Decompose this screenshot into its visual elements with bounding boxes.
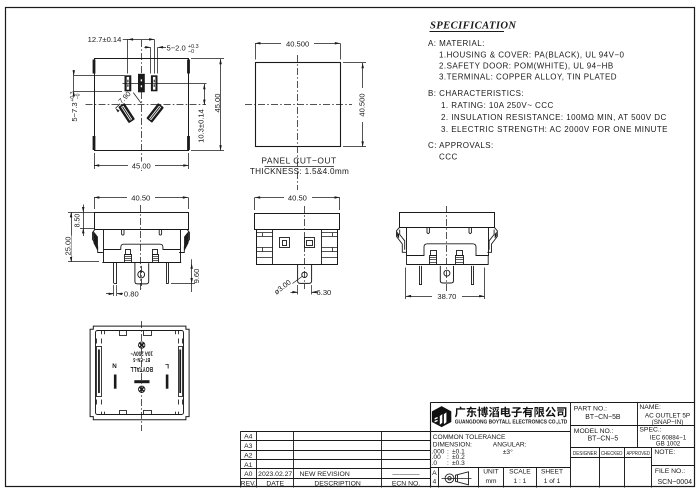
svg-text:SCALE: SCALE	[509, 469, 531, 476]
svg-text:A3: A3	[244, 443, 253, 450]
svg-text:38.70: 38.70	[437, 292, 456, 301]
svg-text:.000: .000	[432, 448, 445, 455]
svg-text:±0.3: ±0.3	[452, 460, 465, 467]
svg-text:NOTE:: NOTE:	[654, 449, 675, 456]
svg-text:DESCRIPTION: DESCRIPTION	[314, 480, 361, 487]
svg-text:mm: mm	[486, 478, 497, 485]
svg-text:±3°: ±3°	[503, 448, 513, 456]
svg-text:8.50: 8.50	[75, 214, 82, 228]
svg-text:10A 250V~: 10A 250V~	[130, 350, 153, 356]
svg-text:1. RATING: 10A 250V~ CCC: 1. RATING: 10A 250V~ CCC	[441, 101, 554, 110]
svg-text:DIMENSION:: DIMENSION:	[433, 441, 472, 448]
svg-text:3.TERMINAL: COPPER ALLOY, T: 3.TERMINAL: COPPER ALLOY, TIN PLATED	[439, 73, 617, 82]
svg-text:5−2.0: 5−2.0	[167, 43, 186, 52]
svg-text:THICKNESS: 1.5&4.0mm: THICKNESS: 1.5&4.0mm	[250, 167, 349, 176]
svg-text:A: MATERIAL:: A: MATERIAL:	[428, 39, 485, 48]
svg-text:AC OUTLET 5P: AC OUTLET 5P	[645, 413, 690, 420]
svg-text:0.80: 0.80	[124, 290, 139, 299]
svg-text:C: APPROVALS:: C: APPROVALS:	[428, 141, 494, 150]
svg-text:SPECIFICATION: SPECIFICATION	[430, 21, 516, 32]
svg-text:L: L	[165, 362, 169, 369]
svg-text:DATE: DATE	[266, 480, 284, 487]
svg-text:B: CHARACTERISTICS:: B: CHARACTERISTICS:	[428, 89, 524, 98]
svg-text:BT−CN−5B: BT−CN−5B	[585, 414, 621, 421]
svg-text:1 : 1: 1 : 1	[513, 478, 526, 485]
svg-text:25.00: 25.00	[64, 236, 73, 255]
svg-text::: :	[447, 454, 449, 461]
svg-text:1 of 1: 1 of 1	[544, 478, 561, 485]
svg-text:IEC 60884−1: IEC 60884−1	[650, 435, 687, 442]
svg-text:12.7±0.14: 12.7±0.14	[88, 35, 122, 44]
svg-text:ANGULAR:: ANGULAR:	[493, 441, 527, 448]
svg-text:45.00: 45.00	[132, 161, 151, 170]
svg-text:45.00: 45.00	[213, 93, 222, 112]
svg-text:A: A	[432, 470, 437, 477]
svg-text:ECN NO.: ECN NO.	[392, 480, 420, 487]
svg-text:SPEC.:: SPEC.:	[639, 427, 661, 434]
svg-text:————: ————	[392, 471, 419, 478]
svg-text:BT−CN−5: BT−CN−5	[588, 435, 619, 442]
svg-text:5−7.3: 5−7.3	[70, 102, 79, 121]
svg-text:3. ELECTRIC STRENGTH: AC 2: 3. ELECTRIC STRENGTH: AC 2000V FOR ONE M…	[441, 125, 668, 134]
svg-text:2.SAFETY DOOR: POM(WHITE),: 2.SAFETY DOOR: POM(WHITE), UL 94−HB	[439, 61, 614, 70]
svg-text:9.60: 9.60	[192, 269, 201, 284]
svg-text:+0.3: +0.3	[188, 44, 199, 50]
svg-text::: :	[447, 448, 449, 455]
svg-text:.00: .00	[432, 454, 441, 461]
svg-text:GB 1002: GB 1002	[656, 440, 681, 447]
svg-text:2. INSULATION RESISTANCE: 1: 2. INSULATION RESISTANCE: 100MΩ MIN, AT …	[441, 113, 667, 122]
svg-text:10.3±0.14: 10.3±0.14	[197, 109, 206, 143]
svg-text:REV.: REV.	[241, 480, 256, 487]
svg-text:A4: A4	[244, 434, 253, 441]
svg-text:2023.02.27: 2023.02.27	[258, 471, 292, 478]
svg-text:−0: −0	[75, 93, 81, 99]
svg-text:SCN−0004: SCN−0004	[658, 477, 693, 486]
svg-text:A2: A2	[244, 452, 253, 459]
svg-text:UNIT: UNIT	[483, 469, 498, 476]
svg-text:COMMON TOLERANCE: COMMON TOLERANCE	[433, 434, 506, 441]
svg-text:+0.3: +0.3	[70, 91, 76, 101]
svg-text:MODEL NO.:: MODEL NO.:	[574, 428, 614, 435]
svg-text:±0.2: ±0.2	[452, 454, 465, 461]
svg-text:A0: A0	[244, 471, 253, 478]
svg-text:SHEET: SHEET	[541, 469, 563, 476]
svg-text:DESIGNER: DESIGNER	[573, 451, 597, 457]
svg-text:CCC: CCC	[439, 153, 458, 162]
svg-text:CHECKED: CHECKED	[601, 451, 623, 457]
svg-text:1.HOUSING & COVER: PA(BLACK: 1.HOUSING & COVER: PA(BLACK), UL 94V−0	[439, 50, 624, 59]
svg-text:40.50: 40.50	[131, 193, 150, 202]
svg-text:GUANGDONG BOYTALL ELECTRONICS: GUANGDONG BOYTALL ELECTRONICS CO.,LTD	[455, 420, 568, 426]
svg-text:(SNAP−IN): (SNAP−IN)	[652, 419, 684, 426]
svg-text:40.500: 40.500	[357, 93, 366, 116]
svg-text:APPROVED: APPROVED	[626, 451, 650, 457]
svg-text:PART NO.:: PART NO.:	[574, 405, 607, 412]
svg-text:FILE NO.:: FILE NO.:	[655, 468, 685, 475]
svg-text:ø3.00: ø3.00	[272, 278, 292, 297]
svg-text:40.500: 40.500	[286, 39, 309, 48]
svg-text::: :	[447, 460, 449, 467]
svg-text:6.30: 6.30	[317, 288, 332, 297]
svg-text:N: N	[112, 362, 117, 369]
svg-text:±0.1: ±0.1	[452, 448, 465, 455]
svg-text:4: 4	[433, 479, 437, 486]
svg-text:BOYTALL: BOYTALL	[130, 365, 153, 374]
svg-text:NEW REVISION: NEW REVISION	[300, 471, 350, 478]
svg-text:.0: .0	[432, 460, 438, 467]
svg-text:40.50: 40.50	[288, 193, 307, 202]
svg-text:PANEL CUT−OUT: PANEL CUT−OUT	[261, 156, 336, 166]
svg-text:BT−CN−5: BT−CN−5	[133, 356, 150, 362]
svg-text:A1: A1	[244, 462, 253, 469]
svg-text:−0: −0	[188, 49, 194, 55]
svg-text:NAME:: NAME:	[639, 404, 661, 411]
